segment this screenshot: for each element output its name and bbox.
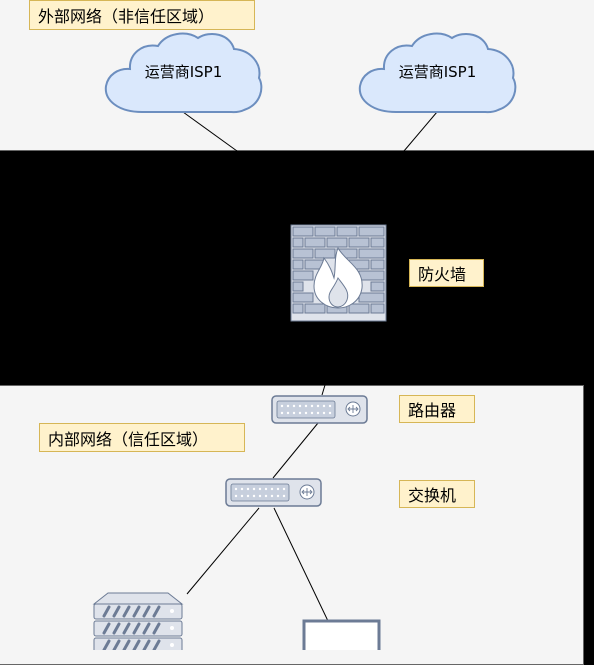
isp2-to-firewall-link	[403, 111, 438, 152]
router-to-switch-link	[272, 422, 319, 479]
cloud-icon	[358, 32, 517, 114]
isp-cloud-2: 运营商ISP1	[356, 30, 519, 115]
firewall-label: 防火墙	[409, 259, 484, 287]
switch-to-host-link	[273, 507, 329, 622]
isp-cloud-2-label: 运营商ISP1	[398, 63, 477, 81]
firewall-icon	[290, 224, 387, 322]
switch-to-server-link	[186, 507, 260, 595]
router-icon	[271, 395, 368, 424]
external-zone-label: 外部网络（非信任区域）	[29, 0, 255, 30]
host-icon	[302, 619, 381, 650]
server-icon	[92, 592, 184, 650]
isp1-to-firewall-link	[182, 111, 238, 152]
isp-cloud-1: 运营商ISP1	[102, 30, 265, 115]
switch-icon	[225, 478, 322, 507]
isp-cloud-1-label: 运营商ISP1	[144, 63, 223, 81]
switch-label: 交换机	[399, 480, 475, 508]
firewall-to-router-link	[321, 384, 326, 396]
router-label: 路由器	[399, 395, 475, 423]
cloud-icon	[104, 32, 263, 114]
internal-zone-label: 内部网络（信任区域）	[39, 423, 245, 452]
network-diagram	[92, 111, 438, 650]
